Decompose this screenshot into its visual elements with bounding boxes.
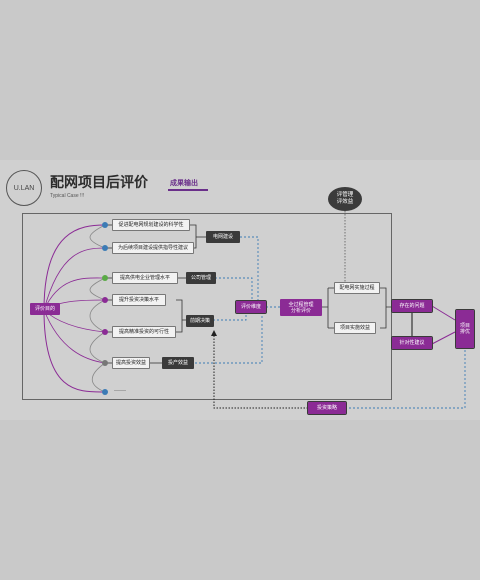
arc-top-outer xyxy=(43,224,106,311)
investment-benefit-label: 投产效益 xyxy=(162,357,194,369)
arc-bottom-outer xyxy=(43,309,106,393)
dot-3 xyxy=(102,275,108,281)
dot-4 xyxy=(102,297,108,303)
goal-5: 提高精准投资的可行性 xyxy=(112,326,176,338)
problems-box: 存在的问题 xyxy=(391,299,433,313)
dot-5 xyxy=(102,329,108,335)
evaluation-dimension-box: 评价维度 xyxy=(235,300,267,314)
suggestions-box: 针对性建议 xyxy=(391,336,433,350)
diagram-frame xyxy=(22,213,392,400)
implementation-box: 配电网实施过程 xyxy=(334,282,380,294)
whole-process-box: 全过程管理分析评价 xyxy=(280,299,322,316)
grid-construction-label: 电网建设 xyxy=(206,231,240,243)
ellipsis: …… xyxy=(114,386,126,393)
project-benefit-box: 项目实施效益 xyxy=(334,322,376,334)
dot-1 xyxy=(102,222,108,228)
slide: U.LAN 配网项目后评价 Typical Case !!! 成果输出 评管理评… xyxy=(0,160,480,420)
investment-strategy-box: 投资策略 xyxy=(307,401,347,415)
goal-1: 促进配电网规划建设的科学性 xyxy=(112,219,190,231)
dot-6 xyxy=(102,360,108,366)
dot-2 xyxy=(102,245,108,251)
company-management-label: 公司管理 xyxy=(186,272,216,284)
page-title: 配网项目后评价 xyxy=(50,175,148,191)
ulan-logo: U.LAN xyxy=(6,170,42,206)
ranking-box: 项目排优 xyxy=(455,309,475,349)
preliminary-decision-label: 前期决策 xyxy=(186,315,214,327)
goal-4: 提升投资决策水平 xyxy=(112,294,166,306)
output-badge: 成果输出 xyxy=(170,179,198,187)
goal-2: 为后续项目建设提供指导性建议 xyxy=(112,242,194,254)
goal-3: 提高供电企业管理水平 xyxy=(112,272,178,284)
badge-underline xyxy=(168,189,208,191)
purpose-box: 评价目的 xyxy=(30,303,60,315)
goal-6: 提高投资效益 xyxy=(112,357,150,369)
cloud-bubble: 评管理评效益 xyxy=(328,187,362,211)
dot-7 xyxy=(102,389,108,395)
page-subtitle: Typical Case !!! xyxy=(50,193,85,199)
